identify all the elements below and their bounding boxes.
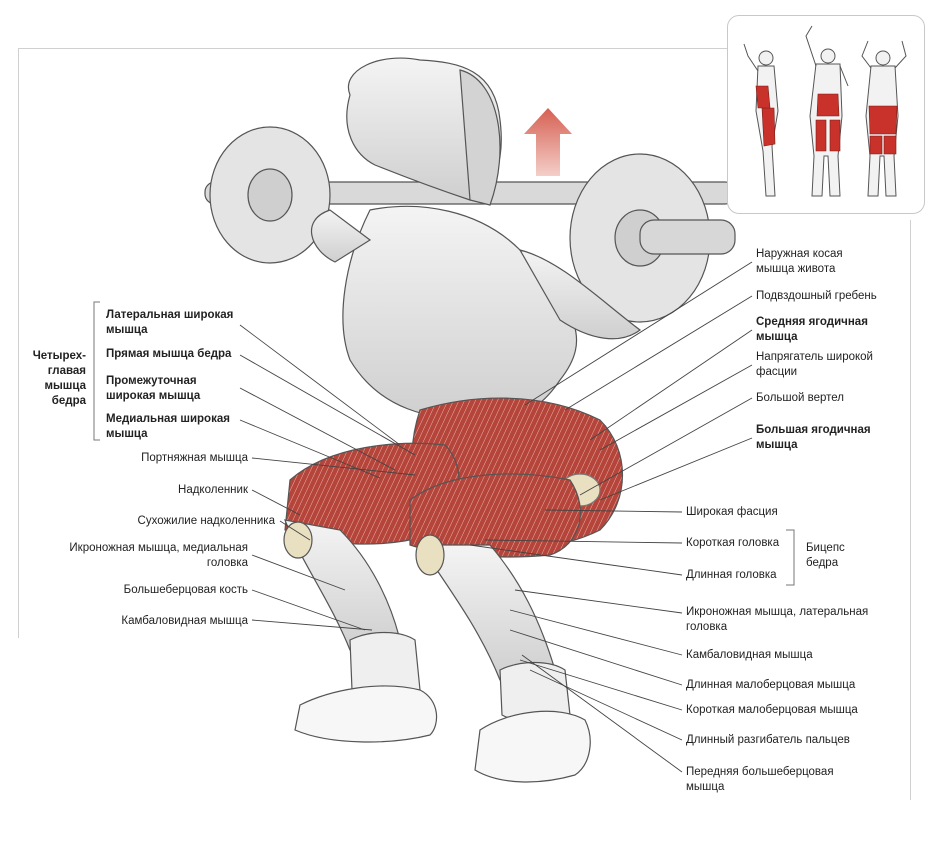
label-extensor-digitorum-longus: Длинный разгибатель пальцев: [686, 734, 850, 746]
inset-figures: [743, 25, 907, 197]
label-quadriceps-group: Четырех- главая мышца бедра: [32, 350, 86, 407]
bracket-quads: [93, 301, 100, 441]
label-biceps-femoris: Бицепс бедра: [806, 542, 845, 569]
frame-right-border: [910, 220, 911, 800]
figure-torso: [311, 205, 642, 421]
label-vastus-intermedius: Промежуточная широкая мышца: [106, 375, 201, 402]
muscle-map-inset: [727, 15, 925, 214]
figure-head: [346, 57, 502, 206]
label-peroneus-longus: Длинная малоберцовая мышца: [686, 679, 856, 691]
label-vastus-medialis: Медиальная широкая мышца: [106, 413, 230, 440]
up-arrow-icon: [524, 108, 572, 176]
label-sartorius: Портняжная мышца: [141, 452, 248, 464]
label-gluteus-medius: Средняя ягодичная мышца: [756, 316, 868, 343]
label-rectus-femoris: Прямая мышца бедра: [106, 348, 232, 360]
label-long-head: Длинная головка: [686, 569, 777, 581]
figure-lower-legs: [283, 519, 556, 681]
bracket-biceps: [786, 529, 795, 586]
label-patellar-tendon: Сухожилие надколенника: [137, 515, 275, 527]
frame-top-border: [18, 48, 911, 49]
label-soleus-right: Камбаловидная мышца: [686, 649, 813, 661]
label-vastus-lateralis: Латеральная широкая мышца: [106, 309, 234, 336]
label-soleus-left: Камбаловидная мышца: [121, 615, 248, 627]
label-fascia-lata: Широкая фасция: [686, 506, 778, 518]
label-gluteus-maximus: Большая ягодичная мышца: [756, 424, 871, 451]
frame-left-border: [18, 48, 19, 638]
label-short-head: Короткая головка: [686, 537, 780, 549]
leader-lines: [239, 261, 753, 773]
figure-thighs: [284, 442, 581, 558]
label-greater-trochanter: Большой вертел: [756, 392, 845, 404]
label-peroneus-brevis: Короткая малоберцовая мышца: [686, 704, 858, 716]
label-iliac-crest: Подвздошный гребень: [756, 290, 877, 302]
label-external-oblique: Наружная косая мышца живота: [756, 248, 843, 275]
label-gastrocnemius-medial: Икроножная мышца, медиальная головка: [69, 542, 248, 569]
label-gastrocnemius-lateral: Икроножная мышца, латеральная головка: [686, 606, 869, 633]
label-patella: Надколенник: [178, 484, 248, 496]
label-tibia: Большеберцовая кость: [123, 584, 248, 596]
label-tibialis-anterior: Передняя большеберцовая мышца: [686, 766, 834, 793]
label-tensor-fasciae-latae: Напрягатель широкой фасции: [756, 351, 873, 378]
